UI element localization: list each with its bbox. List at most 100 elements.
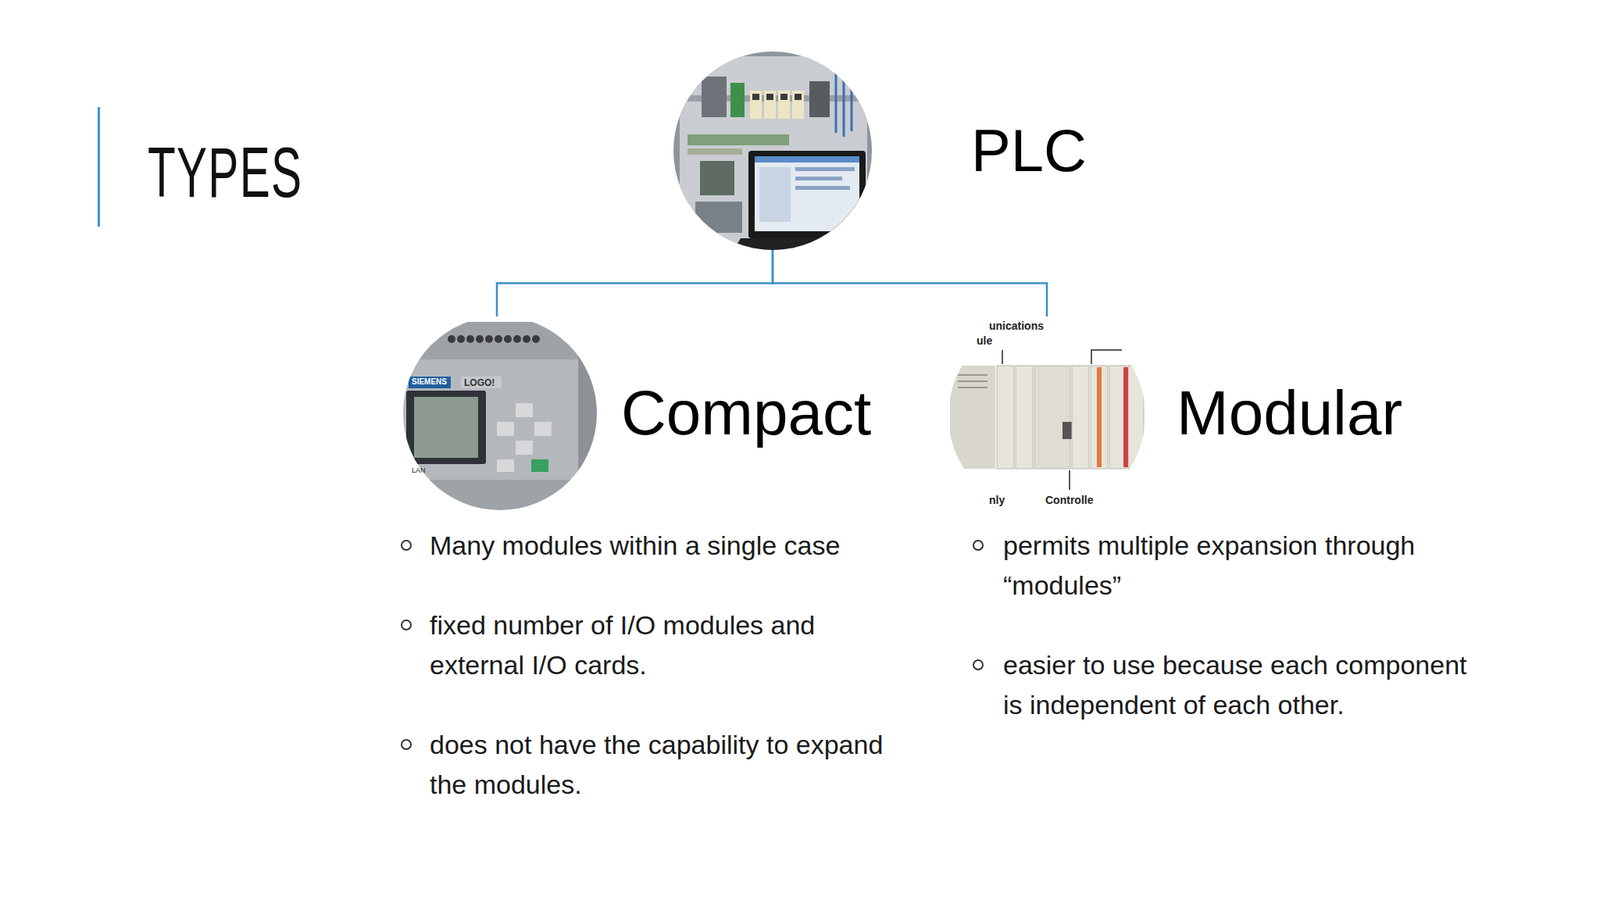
modular-plc-picture xyxy=(948,317,1146,515)
relay xyxy=(764,90,776,119)
picture-ground xyxy=(948,317,1146,515)
lcd-bezel xyxy=(406,390,486,465)
lcd-screen xyxy=(414,396,479,458)
callout-label: Controlle xyxy=(1045,494,1093,506)
node-title: Modular xyxy=(1176,382,1403,445)
cabinet-panel xyxy=(679,56,868,244)
brand-label: SIEMENS xyxy=(411,378,447,386)
bullet-text: permits multiple expansion through “modu… xyxy=(1003,525,1480,606)
io-module xyxy=(1128,365,1144,469)
brand-plate xyxy=(408,376,451,389)
key xyxy=(534,421,552,436)
bullet-marker xyxy=(972,539,984,551)
io-module xyxy=(1015,365,1033,469)
bullet-text: Many modules within a single case xyxy=(429,525,891,566)
cabinet-module xyxy=(809,81,830,118)
io-module xyxy=(996,365,1015,469)
bullet-marker xyxy=(400,619,412,631)
bullet-list: permits multiple expansion through “modu… xyxy=(950,525,1490,725)
key xyxy=(515,440,533,455)
screw xyxy=(457,335,465,343)
root-node: PLC xyxy=(673,51,1080,250)
cabinet-module xyxy=(730,82,745,118)
relay-top xyxy=(780,93,788,100)
tree-connector xyxy=(772,250,1047,317)
relay xyxy=(778,90,790,119)
terminal-strip xyxy=(403,479,585,511)
node-header: Modular xyxy=(950,316,1490,511)
screw xyxy=(532,335,540,343)
type-node: Modular permits multiple expansion throug… xyxy=(950,316,1490,725)
bullet-list: Many modules within a single case fixed n… xyxy=(400,525,900,805)
picture-ground xyxy=(403,316,597,511)
bullet-text: does not have the capability to expand t… xyxy=(429,725,891,805)
bullet-marker xyxy=(400,539,412,551)
controller-module xyxy=(1034,365,1071,469)
screw xyxy=(503,335,512,343)
laptop-screen xyxy=(754,156,860,232)
screen-line xyxy=(795,167,855,172)
screw xyxy=(485,335,493,343)
laptop-base xyxy=(732,238,882,252)
cabinet-module xyxy=(701,76,727,118)
bullet-item: fixed number of I/O modules and external… xyxy=(400,605,900,686)
port xyxy=(1062,421,1072,440)
wires xyxy=(835,62,852,137)
vents xyxy=(957,375,988,388)
screw xyxy=(494,335,503,343)
leader-line xyxy=(1091,350,1122,365)
node-header: PLC xyxy=(673,51,1080,250)
device-side xyxy=(578,321,597,510)
type-node: CompactMany modules within a single case… xyxy=(400,316,900,805)
green-key xyxy=(531,459,549,472)
bullet-item: easier to use because each component is … xyxy=(950,645,1490,725)
screen-line xyxy=(795,185,850,190)
terminal-strip xyxy=(403,321,585,360)
power-supply xyxy=(950,365,996,469)
model-plate xyxy=(460,376,502,389)
screw xyxy=(475,335,484,343)
bullet-marker xyxy=(400,739,412,750)
relay xyxy=(750,90,762,119)
screw xyxy=(466,335,475,343)
bullet-item: permits multiple expansion through “modu… xyxy=(950,525,1490,606)
relay-top xyxy=(766,93,774,100)
bullet-text: easier to use because each component is … xyxy=(1003,645,1480,725)
tree-connector xyxy=(496,250,773,317)
bullet-marker xyxy=(972,659,984,671)
screen-pane xyxy=(759,167,791,222)
screen-line xyxy=(795,176,843,181)
node-title: PLC xyxy=(971,121,1087,181)
compact-plc-picture xyxy=(403,316,597,511)
key xyxy=(515,403,533,418)
relay-top xyxy=(794,93,802,100)
plc-photo xyxy=(673,51,882,252)
bullet-item: does not have the capability to expand t… xyxy=(400,725,900,805)
bullet-item: Many modules within a single case xyxy=(400,525,900,566)
leader-line xyxy=(1068,470,1071,490)
screw xyxy=(513,335,522,343)
port-label: LAN xyxy=(411,467,426,475)
relay xyxy=(792,90,804,119)
key xyxy=(496,421,515,436)
callout-label: ule xyxy=(976,335,993,347)
module-stripe xyxy=(1096,367,1102,468)
model-label: LOGO! xyxy=(464,378,495,388)
callout-label: unications xyxy=(989,320,1044,332)
terminal-row xyxy=(687,148,743,155)
bullet-text: fixed number of I/O modules and external… xyxy=(429,605,891,686)
photo-ground xyxy=(673,51,872,250)
key xyxy=(496,459,515,472)
cabinet-module xyxy=(700,160,735,196)
screw xyxy=(522,335,531,343)
leader-line xyxy=(1001,350,1004,365)
io-module xyxy=(1090,365,1108,469)
screw xyxy=(447,335,456,343)
module-stripe xyxy=(1123,367,1129,468)
io-module xyxy=(1071,365,1090,469)
cabinet-module xyxy=(695,201,743,233)
terminal-screws xyxy=(447,335,540,343)
callout-label: nly xyxy=(989,494,1005,506)
